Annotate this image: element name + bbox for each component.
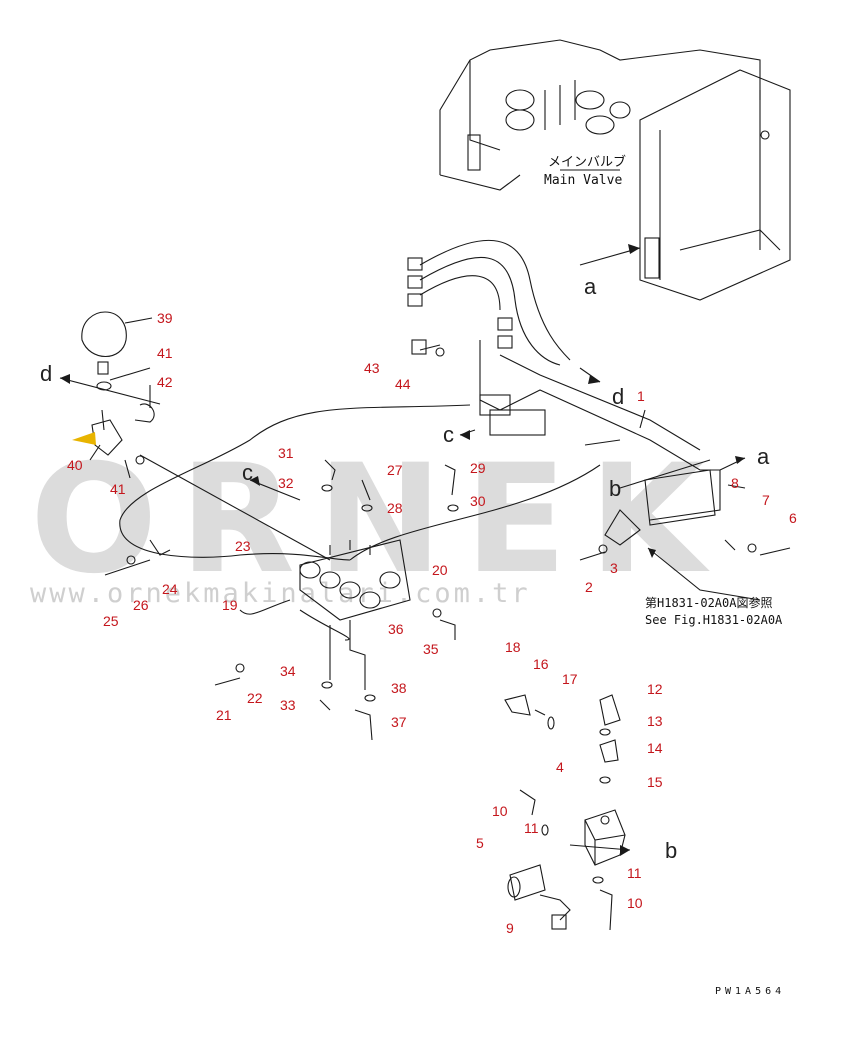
callout-number: 42 xyxy=(157,374,173,390)
arrow-letter-d-left: d xyxy=(40,361,53,386)
callout-number: 39 xyxy=(157,310,173,326)
arrow-letter-d-right: d xyxy=(612,384,625,409)
main-valve-label-jp: メインバルブ xyxy=(548,155,627,170)
callout-number: 21 xyxy=(216,707,232,723)
callout-number: 13 xyxy=(647,713,663,729)
main-valve-label-en: Main Valve xyxy=(544,173,623,188)
callout-number: 44 xyxy=(395,376,411,392)
callout-number: 24 xyxy=(162,581,178,597)
callout-number: 20 xyxy=(432,562,448,578)
callout-number: 38 xyxy=(391,680,407,696)
callout-number: 22 xyxy=(247,690,263,706)
callout-number: 32 xyxy=(278,475,294,491)
callout-number: 1 xyxy=(637,388,645,404)
arrow-letter-b-bottom: b xyxy=(665,838,678,863)
callout-number: 31 xyxy=(278,445,294,461)
see-fig-label-en: See Fig.H1831-02A0A xyxy=(645,613,783,627)
callout-number: 26 xyxy=(133,597,149,613)
callout-number: 41 xyxy=(110,481,126,497)
callout-number: 17 xyxy=(562,671,578,687)
callout-number: 34 xyxy=(280,663,296,679)
callout-number: 18 xyxy=(505,639,521,655)
callout-number: 36 xyxy=(388,621,404,637)
callout-number: 33 xyxy=(280,697,296,713)
callout-number: 30 xyxy=(470,493,486,509)
arrow-letter-a-top: a xyxy=(584,274,597,299)
callout-number: 6 xyxy=(789,510,797,526)
callout-number: 7 xyxy=(762,492,770,508)
arrow-letter-b-middle: b xyxy=(609,476,622,501)
drawing-code: PW1A564 xyxy=(715,986,786,997)
callout-number: 15 xyxy=(647,774,663,790)
callout-number: 14 xyxy=(647,740,663,756)
callout-number: 19 xyxy=(222,597,238,613)
callout-number: 41 xyxy=(157,345,173,361)
callout-number: 3 xyxy=(610,560,618,576)
callout-number: 27 xyxy=(387,462,403,478)
see-fig-label-jp: 第H1831-02A0A図参照 xyxy=(645,596,773,610)
callout-number: 43 xyxy=(364,360,380,376)
callout-number: 12 xyxy=(647,681,663,697)
callout-number: 40 xyxy=(67,457,83,473)
callout-number: 5 xyxy=(476,835,484,851)
callout-number: 11 xyxy=(524,820,539,836)
callout-number: 4 xyxy=(556,759,564,775)
callout-number: 28 xyxy=(387,500,403,516)
arrow-letter-c-top: c xyxy=(242,460,253,485)
callout-number: 10 xyxy=(627,895,643,911)
callout-number: 10 xyxy=(492,803,508,819)
callout-number: 2 xyxy=(585,579,593,595)
callout-number: 9 xyxy=(506,920,514,936)
callout-number: 37 xyxy=(391,714,407,730)
arrow-letter-c-middle: c xyxy=(443,422,454,447)
callout-number: 8 xyxy=(731,475,739,491)
callout-number: 29 xyxy=(470,460,486,476)
callout-number: 35 xyxy=(423,641,439,657)
arrow-letter-a-right: a xyxy=(757,444,770,469)
callout-number: 25 xyxy=(103,613,119,629)
callout-number: 23 xyxy=(235,538,251,554)
callout-number: 16 xyxy=(533,656,549,672)
callout-number: 11 xyxy=(627,865,642,881)
